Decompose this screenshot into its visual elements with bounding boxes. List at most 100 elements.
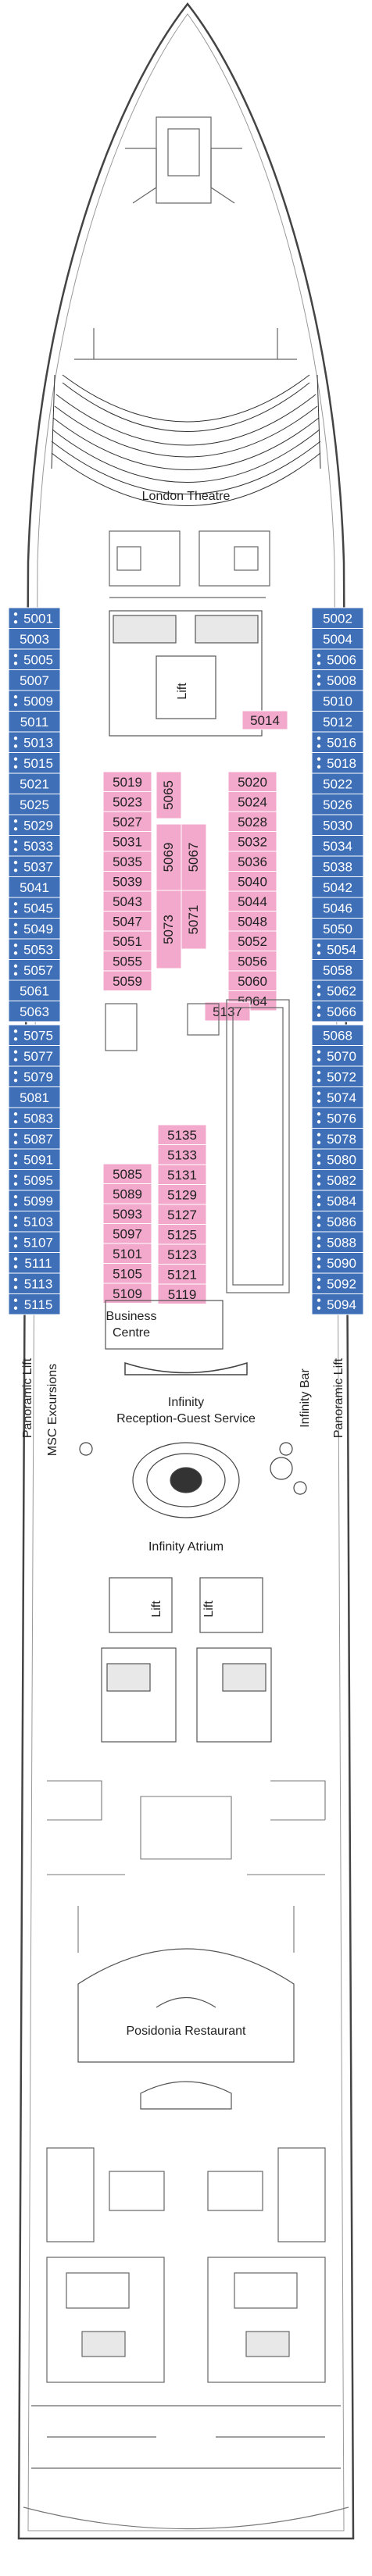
cabin-5066[interactable]: 5066: [311, 1001, 364, 1022]
cabin-5032[interactable]: 5032: [227, 831, 277, 852]
cabin-5092[interactable]: 5092: [311, 1272, 364, 1294]
cabin-5014[interactable]: 5014: [241, 710, 288, 730]
cabin-5129[interactable]: 5129: [157, 1184, 207, 1205]
cabin-5022[interactable]: 5022: [311, 772, 364, 794]
cabin-5026[interactable]: 5026: [311, 794, 364, 815]
cabin-5039[interactable]: 5039: [102, 871, 152, 892]
cabin-5055[interactable]: 5055: [102, 951, 152, 972]
cabin-5080[interactable]: 5080: [311, 1148, 364, 1170]
cabin-5016[interactable]: 5016: [311, 731, 364, 753]
cabin-5010[interactable]: 5010: [311, 690, 364, 712]
cabin-5059[interactable]: 5059: [102, 970, 152, 991]
cabin-5028[interactable]: 5028: [227, 811, 277, 832]
cabin-5085[interactable]: 5085: [102, 1163, 152, 1184]
cabin-5067[interactable]: 5067: [181, 823, 207, 891]
cabin-5057[interactable]: 5057: [8, 959, 61, 981]
cabin-5119[interactable]: 5119: [157, 1283, 207, 1304]
cabin-5030[interactable]: 5030: [311, 814, 364, 836]
cabin-5019[interactable]: 5019: [102, 771, 152, 792]
cabin-5091[interactable]: 5091: [8, 1148, 61, 1170]
cabin-5089[interactable]: 5089: [102, 1183, 152, 1204]
cabin-5005[interactable]: 5005: [8, 648, 61, 670]
cabin-5002[interactable]: 5002: [311, 607, 364, 629]
cabin-5045[interactable]: 5045: [8, 897, 61, 919]
cabin-5023[interactable]: 5023: [102, 791, 152, 812]
cabin-5086[interactable]: 5086: [311, 1211, 364, 1233]
cabin-5060[interactable]: 5060: [227, 970, 277, 991]
cabin-5131[interactable]: 5131: [157, 1164, 207, 1185]
cabin-5084[interactable]: 5084: [311, 1190, 364, 1211]
cabin-5137[interactable]: 5137: [204, 1001, 251, 1022]
cabin-5038[interactable]: 5038: [311, 855, 364, 877]
cabin-5115[interactable]: 5115: [8, 1293, 61, 1315]
cabin-5058[interactable]: 5058: [311, 959, 364, 981]
cabin-5009[interactable]: 5009: [8, 690, 61, 712]
cabin-5037[interactable]: 5037: [8, 855, 61, 877]
cabin-5125[interactable]: 5125: [157, 1224, 207, 1245]
cabin-5094[interactable]: 5094: [311, 1293, 364, 1315]
cabin-5008[interactable]: 5008: [311, 669, 364, 691]
cabin-5049[interactable]: 5049: [8, 918, 61, 940]
cabin-5071[interactable]: 5071: [181, 890, 207, 950]
cabin-5081[interactable]: 5081: [8, 1086, 61, 1108]
cabin-5007[interactable]: 5007: [8, 669, 61, 691]
cabin-5015[interactable]: 5015: [8, 752, 61, 774]
cabin-5004[interactable]: 5004: [311, 628, 364, 650]
cabin-5103[interactable]: 5103: [8, 1211, 61, 1233]
cabin-5054[interactable]: 5054: [311, 938, 364, 960]
cabin-5062[interactable]: 5062: [311, 979, 364, 1001]
cabin-5121[interactable]: 5121: [157, 1264, 207, 1285]
cabin-5111[interactable]: 5111: [8, 1252, 61, 1274]
cabin-5113[interactable]: 5113: [8, 1272, 61, 1294]
cabin-5036[interactable]: 5036: [227, 851, 277, 872]
cabin-5063[interactable]: 5063: [8, 1001, 61, 1022]
cabin-5041[interactable]: 5041: [8, 876, 61, 898]
cabin-5021[interactable]: 5021: [8, 772, 61, 794]
cabin-5035[interactable]: 5035: [102, 851, 152, 872]
cabin-5088[interactable]: 5088: [311, 1231, 364, 1253]
cabin-5003[interactable]: 5003: [8, 628, 61, 650]
cabin-5053[interactable]: 5053: [8, 938, 61, 960]
cabin-5101[interactable]: 5101: [102, 1243, 152, 1264]
cabin-5056[interactable]: 5056: [227, 951, 277, 972]
cabin-5050[interactable]: 5050: [311, 918, 364, 940]
cabin-5097[interactable]: 5097: [102, 1223, 152, 1244]
cabin-5074[interactable]: 5074: [311, 1086, 364, 1108]
cabin-5029[interactable]: 5029: [8, 814, 61, 836]
cabin-5061[interactable]: 5061: [8, 979, 61, 1001]
cabin-5079[interactable]: 5079: [8, 1065, 61, 1087]
cabin-5068[interactable]: 5068: [311, 1024, 364, 1046]
cabin-5093[interactable]: 5093: [102, 1203, 152, 1224]
cabin-5048[interactable]: 5048: [227, 911, 277, 932]
cabin-5018[interactable]: 5018: [311, 752, 364, 774]
cabin-5087[interactable]: 5087: [8, 1128, 61, 1150]
cabin-5069[interactable]: 5069: [156, 823, 182, 891]
cabin-5082[interactable]: 5082: [311, 1169, 364, 1191]
cabin-5065[interactable]: 5065: [156, 771, 182, 819]
cabin-5077[interactable]: 5077: [8, 1045, 61, 1067]
cabin-5044[interactable]: 5044: [227, 890, 277, 912]
cabin-5123[interactable]: 5123: [157, 1243, 207, 1265]
cabin-5011[interactable]: 5011: [8, 711, 61, 733]
cabin-5135[interactable]: 5135: [157, 1124, 207, 1145]
cabin-5024[interactable]: 5024: [227, 791, 277, 812]
cabin-5109[interactable]: 5109: [102, 1283, 152, 1304]
cabin-5047[interactable]: 5047: [102, 911, 152, 932]
cabin-5070[interactable]: 5070: [311, 1045, 364, 1067]
cabin-5001[interactable]: 5001: [8, 607, 61, 629]
cabin-5076[interactable]: 5076: [311, 1107, 364, 1129]
cabin-5083[interactable]: 5083: [8, 1107, 61, 1129]
cabin-5040[interactable]: 5040: [227, 871, 277, 892]
cabin-5133[interactable]: 5133: [157, 1144, 207, 1165]
cabin-5013[interactable]: 5013: [8, 731, 61, 753]
cabin-5046[interactable]: 5046: [311, 897, 364, 919]
cabin-5072[interactable]: 5072: [311, 1065, 364, 1087]
cabin-5043[interactable]: 5043: [102, 890, 152, 912]
cabin-5095[interactable]: 5095: [8, 1169, 61, 1191]
cabin-5025[interactable]: 5025: [8, 794, 61, 815]
cabin-5051[interactable]: 5051: [102, 930, 152, 951]
cabin-5090[interactable]: 5090: [311, 1252, 364, 1274]
cabin-5027[interactable]: 5027: [102, 811, 152, 832]
cabin-5031[interactable]: 5031: [102, 831, 152, 852]
cabin-5099[interactable]: 5099: [8, 1190, 61, 1211]
